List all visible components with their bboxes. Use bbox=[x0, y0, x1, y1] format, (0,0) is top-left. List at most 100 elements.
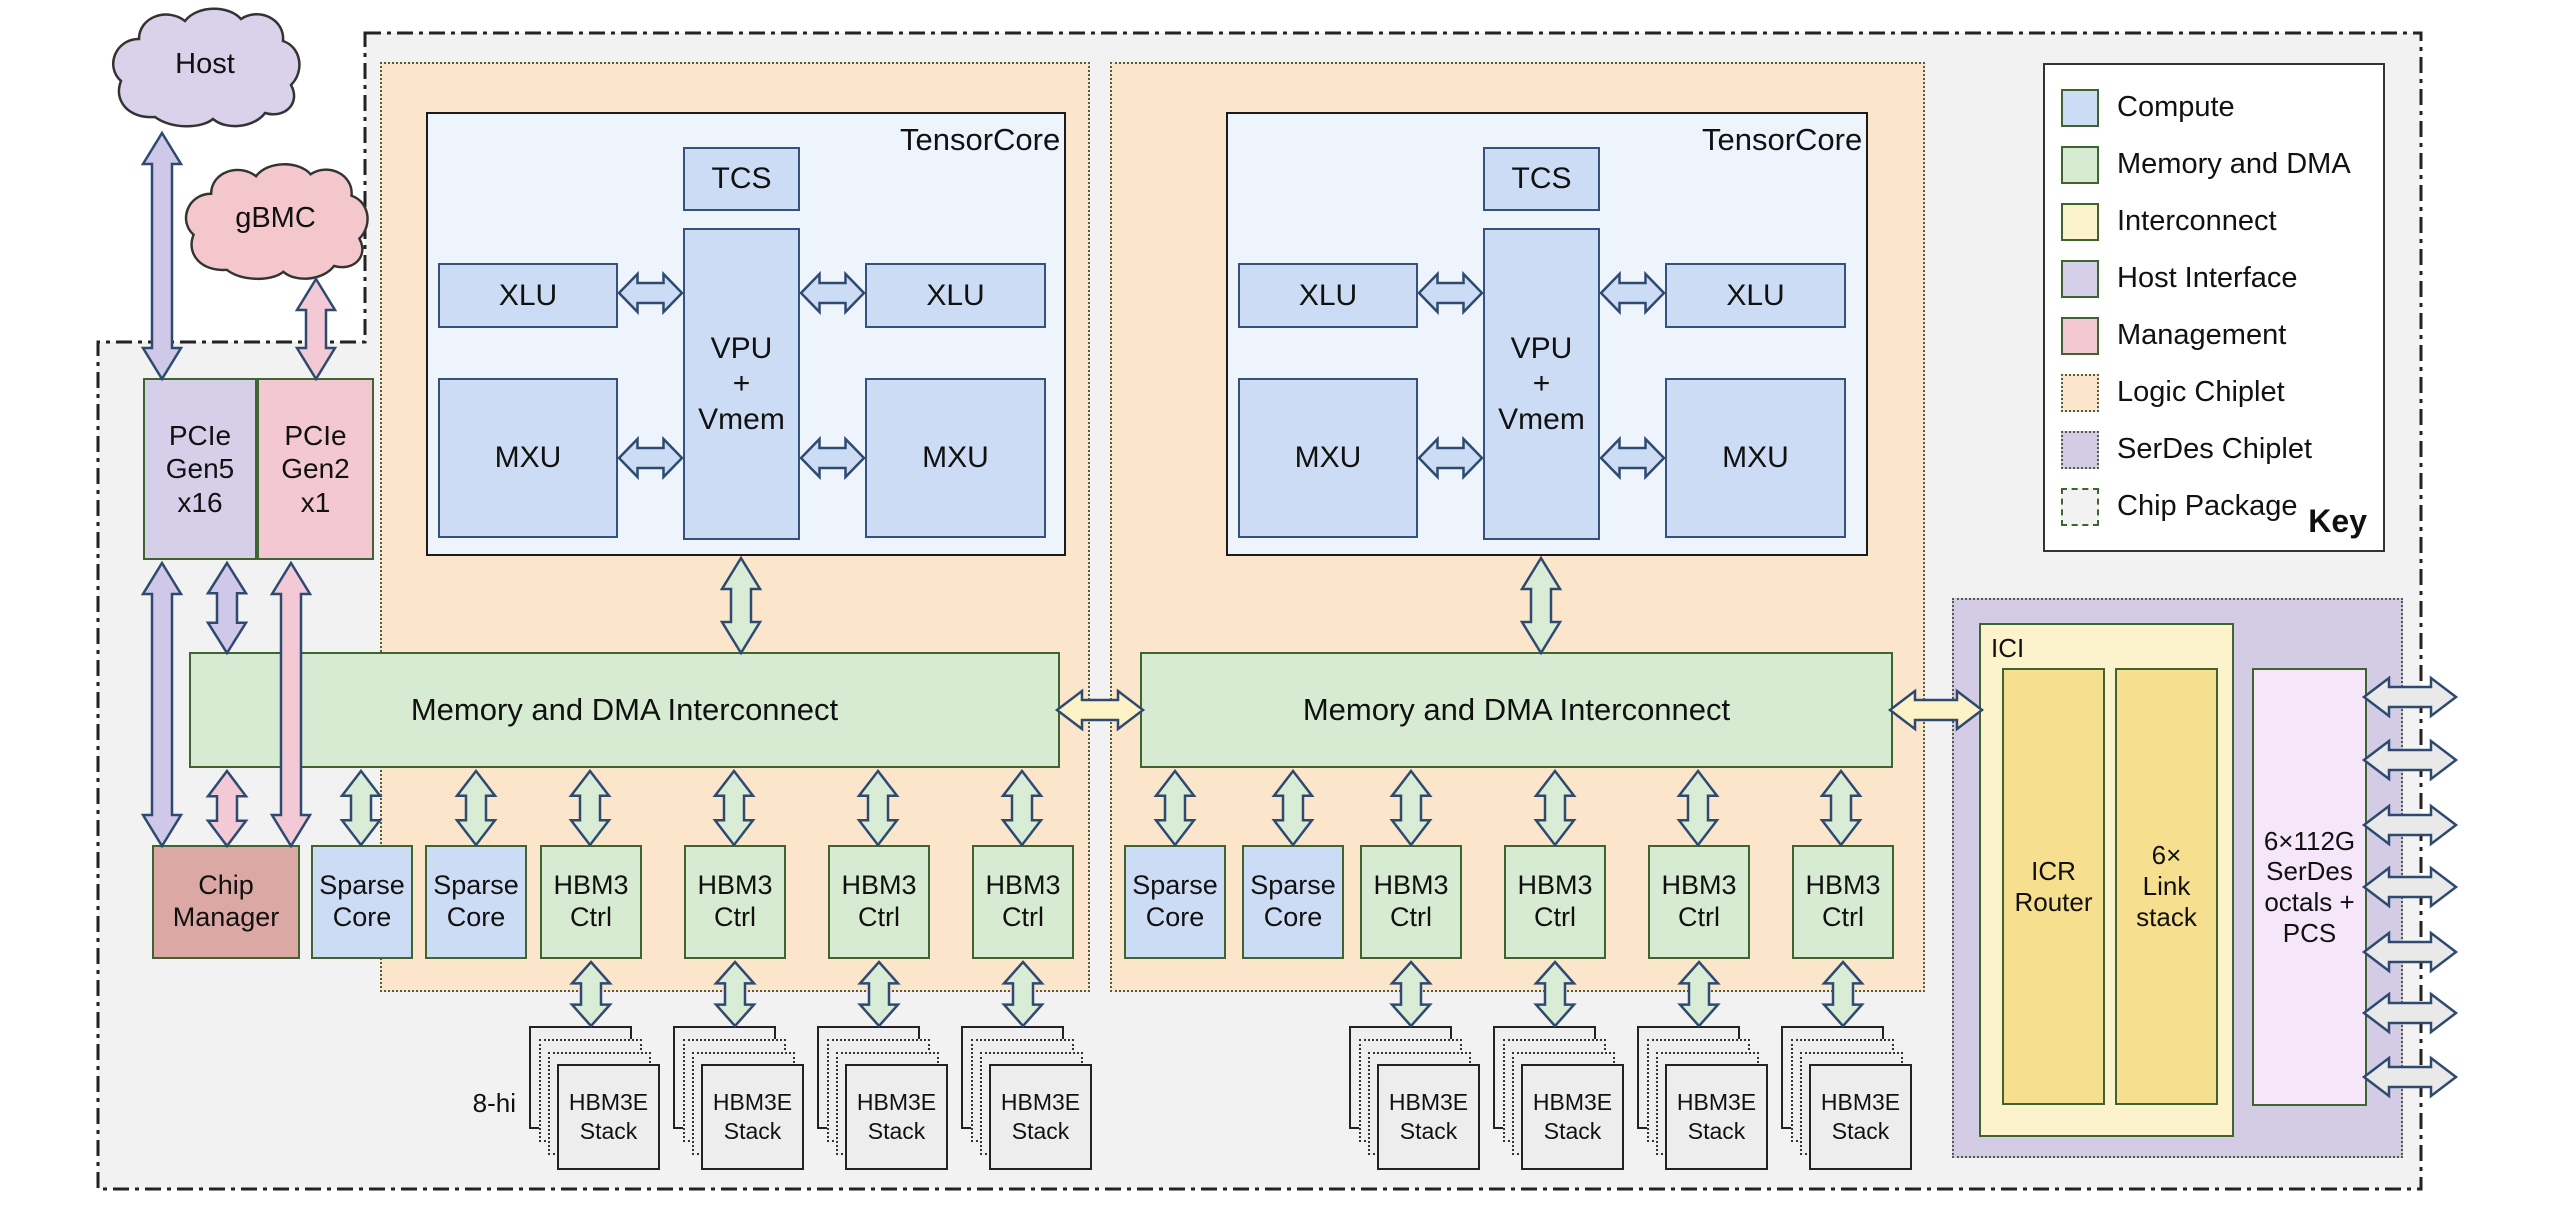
sparse-core-block: Sparse Core bbox=[1124, 845, 1226, 959]
legend-swatch-management bbox=[2061, 316, 2099, 355]
mxu-unit: MXU bbox=[1665, 378, 1846, 538]
vpu-vmem-unit: VPU + Vmem bbox=[1483, 228, 1600, 540]
legend-swatch-serdes-chiplet bbox=[2061, 430, 2099, 469]
icr-router-block: ICR Router bbox=[2002, 668, 2105, 1105]
legend-swatch-chip-package bbox=[2061, 487, 2099, 526]
flow-arrow bbox=[2361, 675, 2459, 719]
ici-label: ICI bbox=[1991, 633, 2025, 663]
memory-dma-interconnect-1: Memory and DMA Interconnect bbox=[189, 652, 1060, 768]
gbmc-cloud-label: gBMC bbox=[235, 201, 316, 234]
hbm3-ctrl-block: HBM3 Ctrl bbox=[828, 845, 930, 959]
flow-arrow bbox=[205, 560, 249, 656]
flow-arrow bbox=[1417, 270, 1484, 316]
flow-arrow bbox=[1001, 960, 1045, 1028]
hbm3-ctrl-block: HBM3 Ctrl bbox=[684, 845, 786, 959]
flow-arrow bbox=[1819, 768, 1863, 848]
sparse-core-block: Sparse Core bbox=[425, 845, 527, 959]
legend-swatch-logic-chiplet bbox=[2061, 373, 2099, 412]
mxu-unit: MXU bbox=[438, 378, 618, 538]
legend-item: Compute bbox=[2045, 79, 2383, 136]
hbm3-ctrl-block: HBM3 Ctrl bbox=[1792, 845, 1894, 959]
xlu-unit: XLU bbox=[438, 263, 618, 328]
hbm3e-stack: HBM3E Stack bbox=[1637, 1026, 1773, 1172]
flow-arrow bbox=[1533, 960, 1577, 1028]
flow-arrow bbox=[1821, 960, 1865, 1028]
host-cloud-shape bbox=[111, 7, 301, 128]
flow-arrow bbox=[1000, 768, 1044, 848]
tensorcore-2-title: TensorCore bbox=[1702, 122, 1863, 157]
flow-arrow bbox=[2361, 865, 2459, 909]
hbm3e-stack: HBM3E Stack bbox=[1781, 1026, 1917, 1172]
flow-arrow bbox=[205, 768, 249, 849]
legend-title: Key bbox=[2308, 503, 2367, 539]
flow-arrow bbox=[617, 435, 684, 481]
sparse-core-block: Sparse Core bbox=[311, 845, 413, 959]
legend-item: SerDes Chiplet bbox=[2045, 421, 2383, 478]
mxu-unit: MXU bbox=[865, 378, 1046, 538]
flow-arrow bbox=[856, 768, 900, 848]
xlu-unit: XLU bbox=[865, 263, 1046, 328]
flow-arrow bbox=[140, 130, 184, 382]
legend-item: Host Interface bbox=[2045, 250, 2383, 307]
flow-arrow bbox=[569, 960, 613, 1028]
flow-arrow bbox=[140, 560, 184, 849]
hbm3e-stack-front: HBM3E Stack bbox=[701, 1064, 804, 1170]
flow-arrow bbox=[713, 960, 757, 1028]
flow-arrow bbox=[1519, 555, 1563, 656]
flow-arrow bbox=[1389, 768, 1433, 848]
sparse-core-block: Sparse Core bbox=[1242, 845, 1344, 959]
hbm3-ctrl-block: HBM3 Ctrl bbox=[972, 845, 1074, 959]
hbm3-ctrl-block: HBM3 Ctrl bbox=[540, 845, 642, 959]
flow-arrow bbox=[568, 768, 612, 848]
flow-arrow bbox=[454, 768, 498, 848]
legend-item: Chip Package bbox=[2045, 478, 2383, 535]
flow-arrow bbox=[719, 555, 763, 656]
tcs-unit: TCS bbox=[1483, 147, 1600, 211]
flow-arrow bbox=[2361, 738, 2459, 782]
flow-arrow bbox=[799, 435, 866, 481]
flow-arrow bbox=[339, 768, 383, 848]
legend-item: Memory and DMA bbox=[2045, 136, 2383, 193]
flow-arrow bbox=[799, 270, 866, 316]
hbm3e-stack: HBM3E Stack bbox=[817, 1026, 953, 1172]
tensorcore-1-title: TensorCore bbox=[900, 122, 1061, 157]
flow-arrow bbox=[1153, 768, 1197, 848]
vpu-vmem-unit: VPU + Vmem bbox=[683, 228, 800, 540]
pcie-gen5-block: PCIe Gen5 x16 bbox=[143, 378, 257, 560]
hbm3e-stack-front: HBM3E Stack bbox=[1377, 1064, 1480, 1170]
hbm3e-stack-front: HBM3E Stack bbox=[1521, 1064, 1624, 1170]
flow-arrow bbox=[857, 960, 901, 1028]
link-stack-block: 6× Link stack bbox=[2115, 668, 2218, 1105]
flow-arrow bbox=[1271, 768, 1315, 848]
hbm3e-stack: HBM3E Stack bbox=[1349, 1026, 1485, 1172]
flow-arrow bbox=[1887, 688, 1985, 732]
flow-arrow bbox=[2361, 991, 2459, 1035]
memory-dma-interconnect-2: Memory and DMA Interconnect bbox=[1140, 652, 1893, 768]
flow-arrow bbox=[2361, 930, 2459, 974]
hbm3e-stack-front: HBM3E Stack bbox=[845, 1064, 948, 1170]
hbm3e-stack-front: HBM3E Stack bbox=[1665, 1064, 1768, 1170]
flow-arrow bbox=[1054, 688, 1146, 732]
mxu-unit: MXU bbox=[1238, 378, 1418, 538]
flow-arrow bbox=[1389, 960, 1433, 1028]
flow-arrow bbox=[617, 270, 684, 316]
legend-item: Logic Chiplet bbox=[2045, 364, 2383, 421]
xlu-unit: XLU bbox=[1665, 263, 1846, 328]
hbm3e-stack-front: HBM3E Stack bbox=[1809, 1064, 1912, 1170]
hbm3-ctrl-block: HBM3 Ctrl bbox=[1648, 845, 1750, 959]
hbm3e-stack: HBM3E Stack bbox=[529, 1026, 665, 1172]
pcie-gen2-block: PCIe Gen2 x1 bbox=[257, 378, 374, 560]
flow-arrow bbox=[1533, 768, 1577, 848]
flow-arrow bbox=[1417, 435, 1484, 481]
hbm3e-stack: HBM3E Stack bbox=[1493, 1026, 1629, 1172]
legend-swatch-host bbox=[2061, 259, 2099, 298]
flow-arrow bbox=[712, 768, 756, 848]
chip-manager-block: Chip Manager bbox=[152, 845, 300, 959]
serdes-octals-block: 6×112G SerDes octals + PCS bbox=[2252, 668, 2367, 1106]
stack-height-label: 8-hi bbox=[472, 1088, 516, 1118]
flow-arrow bbox=[1599, 270, 1666, 316]
flow-arrow bbox=[2361, 1055, 2459, 1099]
flow-arrow bbox=[269, 560, 313, 849]
legend-item: Management bbox=[2045, 307, 2383, 364]
